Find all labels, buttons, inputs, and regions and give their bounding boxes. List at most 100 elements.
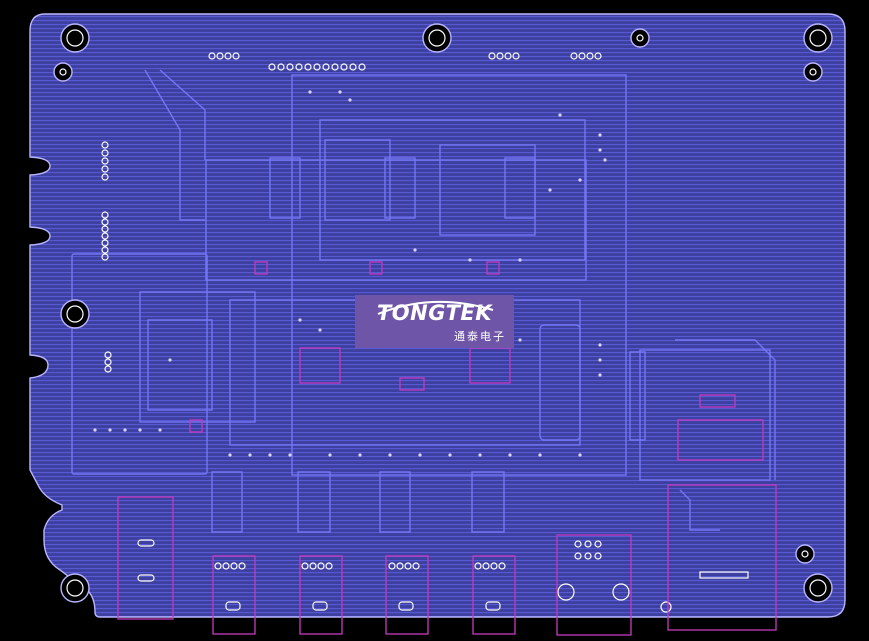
connector-pad-3 bbox=[379, 471, 411, 533]
via bbox=[158, 428, 162, 432]
mounting-hole-icon bbox=[803, 573, 833, 603]
via-pin bbox=[388, 562, 396, 570]
via bbox=[338, 90, 342, 94]
via-pin bbox=[104, 351, 112, 359]
via-pin bbox=[230, 562, 238, 570]
mounting-hole-icon bbox=[422, 23, 452, 53]
mounting-hole-icon bbox=[60, 23, 90, 53]
via bbox=[268, 453, 272, 457]
via-pin bbox=[208, 52, 216, 60]
inductor-block bbox=[439, 144, 536, 236]
via-pin bbox=[586, 52, 594, 60]
ic-footprint-1 bbox=[299, 347, 341, 384]
via-pin bbox=[304, 63, 312, 71]
via-pin bbox=[340, 63, 348, 71]
via bbox=[518, 258, 522, 262]
via-pin bbox=[578, 52, 586, 60]
right-section-outline bbox=[639, 349, 771, 481]
via-pin bbox=[574, 540, 582, 548]
via-pin bbox=[474, 562, 482, 570]
via-pin bbox=[570, 52, 578, 60]
usb-footprint-1 bbox=[212, 555, 256, 635]
rj45-footprint bbox=[667, 484, 777, 631]
via bbox=[318, 328, 322, 332]
via-pin bbox=[101, 253, 109, 261]
diagonal-trace-2 bbox=[159, 69, 206, 160]
via-pin bbox=[222, 562, 230, 570]
side-module bbox=[539, 324, 581, 441]
via-pin bbox=[101, 218, 109, 226]
mounting-hole-icon bbox=[630, 28, 650, 48]
via bbox=[598, 343, 602, 347]
mounting-hole-icon bbox=[60, 573, 90, 603]
logo-brand: TONGTEK bbox=[376, 301, 493, 325]
smd-pad bbox=[699, 571, 749, 579]
right-trace-path bbox=[675, 339, 776, 480]
via-pin bbox=[268, 63, 276, 71]
via bbox=[358, 453, 362, 457]
logo-chinese-name: 通泰电子 bbox=[454, 330, 506, 343]
via bbox=[228, 453, 232, 457]
via bbox=[598, 373, 602, 377]
inductor-block-2 bbox=[324, 139, 391, 221]
via-pin bbox=[101, 165, 109, 173]
via-pin bbox=[349, 63, 357, 71]
via-pin bbox=[295, 63, 303, 71]
via bbox=[603, 158, 607, 162]
mounting-hole-icon bbox=[53, 62, 73, 82]
mounting-holes bbox=[53, 23, 833, 603]
usb-pad bbox=[485, 601, 501, 611]
via-pin bbox=[594, 540, 602, 548]
via-pin bbox=[412, 562, 420, 570]
mounting-hole-icon bbox=[803, 23, 833, 53]
smd-component bbox=[486, 261, 500, 275]
via-pin bbox=[101, 232, 109, 240]
component-layer bbox=[117, 261, 777, 636]
via-pin bbox=[309, 562, 317, 570]
via-pin bbox=[313, 63, 321, 71]
jack-slot bbox=[137, 539, 155, 547]
via-pin bbox=[504, 52, 512, 60]
via-pin bbox=[104, 358, 112, 366]
smd-component bbox=[399, 377, 425, 391]
via-pin bbox=[101, 239, 109, 247]
usb-pad bbox=[312, 601, 328, 611]
via bbox=[388, 453, 392, 457]
via-pin bbox=[101, 149, 109, 157]
via bbox=[598, 148, 602, 152]
via bbox=[138, 428, 142, 432]
via-pin bbox=[301, 562, 309, 570]
usb-pad bbox=[225, 601, 241, 611]
via-pin bbox=[488, 52, 496, 60]
via-pin bbox=[584, 552, 592, 560]
regulator-band bbox=[205, 159, 587, 281]
dc-jack-footprint bbox=[117, 496, 174, 620]
connector-pad-4 bbox=[471, 471, 505, 533]
logo-arc-icon bbox=[377, 300, 494, 315]
usb-footprint-4 bbox=[472, 555, 516, 635]
smd-component bbox=[254, 261, 268, 275]
via-pin bbox=[322, 63, 330, 71]
right-strip bbox=[629, 351, 646, 441]
connector-pad-1 bbox=[211, 471, 243, 533]
via bbox=[123, 428, 127, 432]
left-block-outline bbox=[139, 291, 256, 423]
via-pin bbox=[482, 562, 490, 570]
via-pin bbox=[104, 365, 112, 373]
via bbox=[328, 453, 332, 457]
jack-pad bbox=[612, 583, 630, 601]
via bbox=[548, 188, 552, 192]
via bbox=[598, 133, 602, 137]
via bbox=[598, 358, 602, 362]
via bbox=[348, 98, 352, 102]
via-pin bbox=[214, 562, 222, 570]
via bbox=[248, 453, 252, 457]
via-pin bbox=[498, 562, 506, 570]
usb-pad bbox=[398, 601, 414, 611]
via-pin bbox=[325, 562, 333, 570]
via bbox=[93, 428, 97, 432]
usb-footprint-2 bbox=[299, 555, 343, 635]
via-pin bbox=[331, 63, 339, 71]
left-section-outline bbox=[71, 253, 208, 475]
via-pin bbox=[584, 540, 592, 548]
